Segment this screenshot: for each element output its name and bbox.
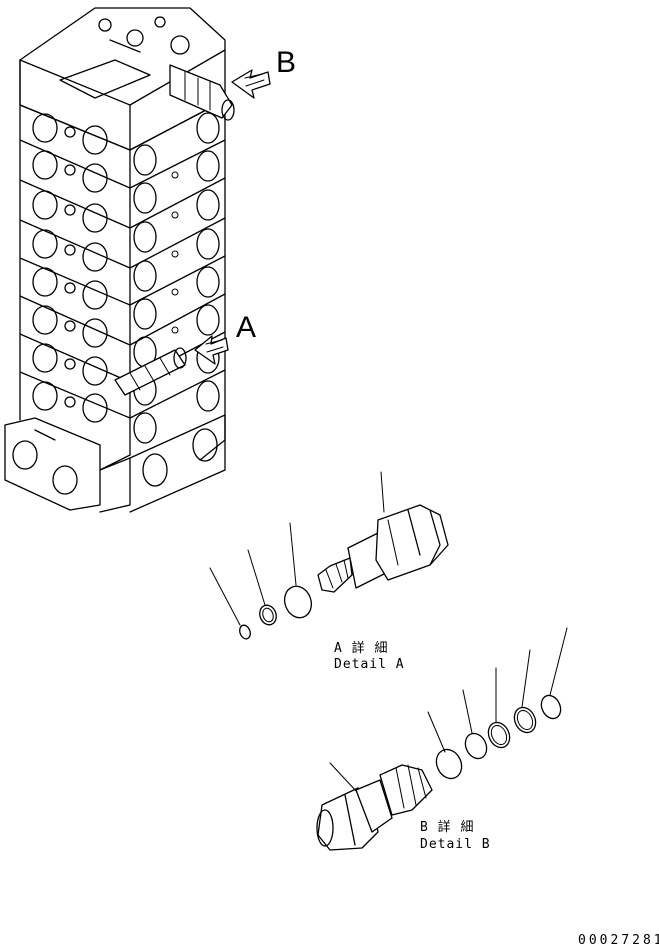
detail-a-group: A 詳 細 Detail A	[209, 471, 449, 672]
valve-a-installed	[114, 347, 187, 396]
detail-b-ring-4-outer	[513, 706, 537, 734]
detail-b-ring-2	[464, 732, 488, 760]
callout-arrow-b	[231, 69, 271, 99]
detail-a-backup-ring-outer	[259, 604, 277, 626]
detail-a-valve	[317, 504, 449, 593]
detail-a-o-ring	[283, 585, 313, 619]
detail-b-ring-1	[435, 748, 463, 780]
left-face-ports	[32, 113, 108, 423]
detail-b-label-jp: B 詳 細	[420, 819, 474, 835]
callout-b-label: B	[276, 46, 296, 79]
detail-b-ring-5	[540, 694, 562, 720]
detail-b-ring-3-inner	[490, 724, 508, 746]
detail-a-label-jp: A 詳 細	[334, 640, 388, 656]
right-face-ports	[133, 112, 220, 444]
callout-arrow-a	[194, 335, 229, 365]
detail-a-plug	[239, 624, 251, 640]
detail-b-valve	[316, 764, 433, 851]
detail-b-group: B 詳 細 Detail B	[316, 627, 568, 852]
detail-b-label-en: Detail B	[420, 837, 491, 852]
callout-a-label: A	[236, 311, 256, 344]
valve-b-installed	[169, 64, 235, 121]
control-valve-assembly	[4, 7, 226, 513]
detail-a-backup-ring-inner	[262, 607, 274, 623]
drawing-number: 00027281	[578, 933, 659, 947]
detail-b-ring-3-outer	[487, 721, 511, 749]
detail-b-ring-4-inner	[516, 709, 534, 731]
detail-a-label-en: Detail A	[334, 657, 405, 672]
